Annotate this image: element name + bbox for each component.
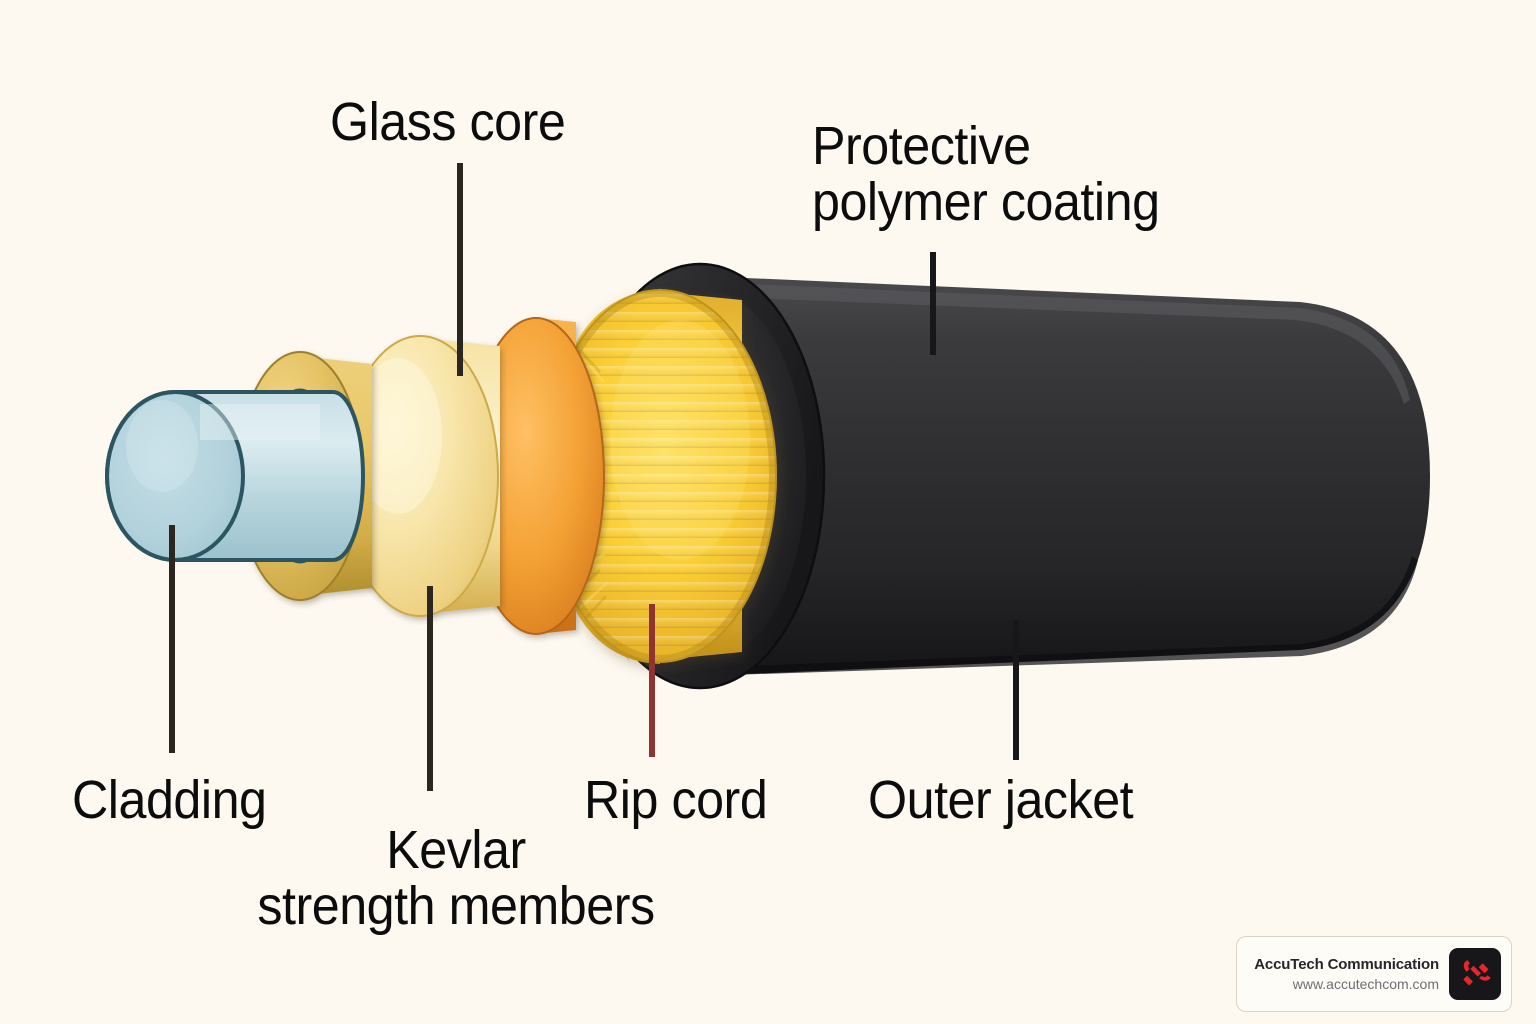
label-kevlar-strength-members: Kevlar strength members xyxy=(257,820,655,937)
brand-badge[interactable]: AccuTech Communication www.accutechcom.c… xyxy=(1236,936,1512,1012)
label-cladding: Cladding xyxy=(72,770,267,830)
label-protective-polymer-coating: Protective polymer coating xyxy=(812,116,1160,233)
telephone-handset-icon xyxy=(1449,948,1501,1000)
inner-buffer-layer xyxy=(341,335,500,617)
label-outer-jacket: Outer jacket xyxy=(868,770,1134,830)
company-name: AccuTech Communication xyxy=(1254,956,1439,973)
brand-badge-text: AccuTech Communication www.accutechcom.c… xyxy=(1251,956,1449,992)
company-website[interactable]: www.accutechcom.com xyxy=(1292,976,1439,992)
leader-lines xyxy=(169,163,1019,791)
label-rip-cord: Rip cord xyxy=(584,770,768,830)
label-glass-core: Glass core xyxy=(330,92,566,152)
glass-core-layer xyxy=(105,390,365,562)
